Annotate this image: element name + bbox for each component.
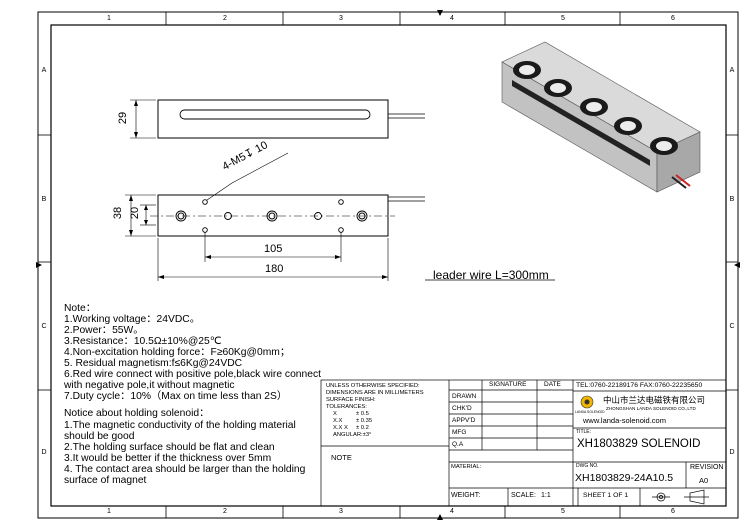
tolerance-line: DIMENSIONS ARE IN MILLIMETERS [326, 390, 424, 396]
note-line: 1.Working voltage：24VDC。 [64, 314, 201, 325]
company-name-cn: 中山市兰达电磁铁有限公司 [603, 395, 706, 405]
signature-header: SIGNATURE [489, 381, 527, 388]
zone-left-c: C [41, 323, 47, 330]
company-name-en: ZHONGSHAN LANDA SOLENOID CO.,LTD [606, 406, 696, 411]
leader-wire-note: leader wire L=300mm [433, 268, 549, 282]
logo-text: LANDA SOLENOID [575, 410, 605, 414]
top-view-slot [179, 109, 371, 120]
zone-top-4: 4 [450, 15, 454, 22]
role-qa: Q.A [452, 441, 464, 448]
note-line: 4.Non-excitation holding force：F≥60Kg@0m… [64, 347, 291, 358]
role-approved: APPV'D [452, 417, 476, 424]
holding-note-line: 4. The contact area should be larger tha… [64, 464, 306, 475]
dim-180: 180 [265, 263, 284, 275]
dim-105: 105 [264, 243, 283, 255]
dim-29: 29 [117, 111, 130, 125]
zone-right-b: B [729, 196, 735, 203]
tolerance-line: SURFACE FINISH: [326, 397, 376, 403]
zone-right-d: D [729, 449, 735, 456]
zone-top-3: 3 [339, 15, 343, 22]
zone-right-a: A [729, 67, 735, 74]
company-logo [580, 395, 594, 409]
tol-row-value: ± 0.35 [356, 418, 373, 424]
drawing-number: XH1803829-24A10.5 [575, 472, 674, 484]
zone-bottom-5: 5 [561, 508, 565, 515]
tolerance-line: UNLESS OTHERWISE SPECIFIED: [326, 383, 420, 389]
scale-value: 1:1 [541, 492, 551, 499]
note-line: 7.Duty cycle：10%（Max on time less than 2… [64, 391, 288, 402]
notes-heading: Note： [64, 303, 97, 314]
dwg-no-label: DWG NO. [576, 463, 599, 469]
zone-bottom-4: 4 [450, 508, 454, 515]
holding-note-line: 3.It would be better if the thickness ov… [64, 453, 272, 464]
holding-note-line: 2.The holding surface should be flat and… [64, 442, 275, 453]
zone-bottom-2: 2 [223, 508, 227, 515]
sheet-number: SHEET 1 OF 1 [583, 492, 629, 499]
tol-row-label: X.X X [333, 425, 348, 431]
role-drawn: DRAWN [452, 393, 477, 400]
zone-right-c: C [729, 323, 735, 330]
tol-row-value: ± 0.2 [356, 425, 369, 431]
tel-fax: TEL:0760-22189176 FAX:0760-22235650 [576, 382, 703, 389]
drawing-title: XH1803829 SOLENOID [577, 438, 701, 450]
date-header: DATE [544, 381, 561, 388]
revision-label: REVISION [690, 464, 724, 471]
holding-note-line: 1.The magnetic conductivity of the holdi… [64, 420, 296, 431]
zone-left-b: B [41, 196, 47, 203]
zone-top-5: 5 [561, 15, 565, 22]
role-checked: CHK'D [452, 405, 472, 412]
tol-row-label: X.X [333, 418, 343, 424]
holding-notice-heading: Notice about holding solenoid： [64, 408, 210, 419]
zone-top-2: 2 [223, 15, 227, 22]
scale-label: SCALE: [511, 492, 536, 499]
zone-top-1: 1 [107, 15, 111, 22]
angular-tolerance: ANGULAR:±3° [333, 432, 372, 438]
material-label: MATERIAL: [451, 464, 482, 470]
website: www.landa-solenoid.com [583, 416, 666, 425]
isometric-view [501, 41, 701, 193]
zone-left-d: D [41, 449, 47, 456]
holding-note-line: should be good [64, 431, 135, 442]
revision-value: A0 [699, 476, 709, 485]
zone-left-a: A [41, 67, 47, 74]
zone-bottom-6: 6 [671, 508, 675, 515]
note-line: 2.Power：55W。 [64, 325, 144, 336]
note-line: with negative pole,it without magnetic [64, 380, 235, 391]
dim-20: 20 [129, 206, 142, 220]
dim-38: 38 [112, 206, 125, 220]
note-line: 3.Resistance：10.5Ω±10%@25℃ [64, 336, 222, 347]
tol-row-label: X [333, 411, 337, 417]
note-line: 6.Red wire connect with positive pole,bl… [64, 369, 321, 380]
projection-symbol [652, 489, 709, 505]
zone-bottom-3: 3 [339, 508, 343, 515]
title-label: TITLE: [576, 429, 592, 435]
note-line: 5. Residual magnetism:f≤6Kg@24VDC [64, 358, 243, 369]
zone-bottom-1: 1 [107, 508, 111, 515]
weight-label: WEIGHT: [451, 492, 481, 499]
zone-top-6: 6 [671, 15, 675, 22]
role-mfg: MFG [452, 429, 467, 436]
front-view-body [157, 194, 389, 237]
tolerance-line: TOLERANCES: [326, 404, 367, 410]
tol-row-value: ± 0.5 [356, 411, 369, 417]
note-label: NOTE [331, 453, 352, 462]
holding-note-line: surface of magnet [64, 475, 147, 486]
